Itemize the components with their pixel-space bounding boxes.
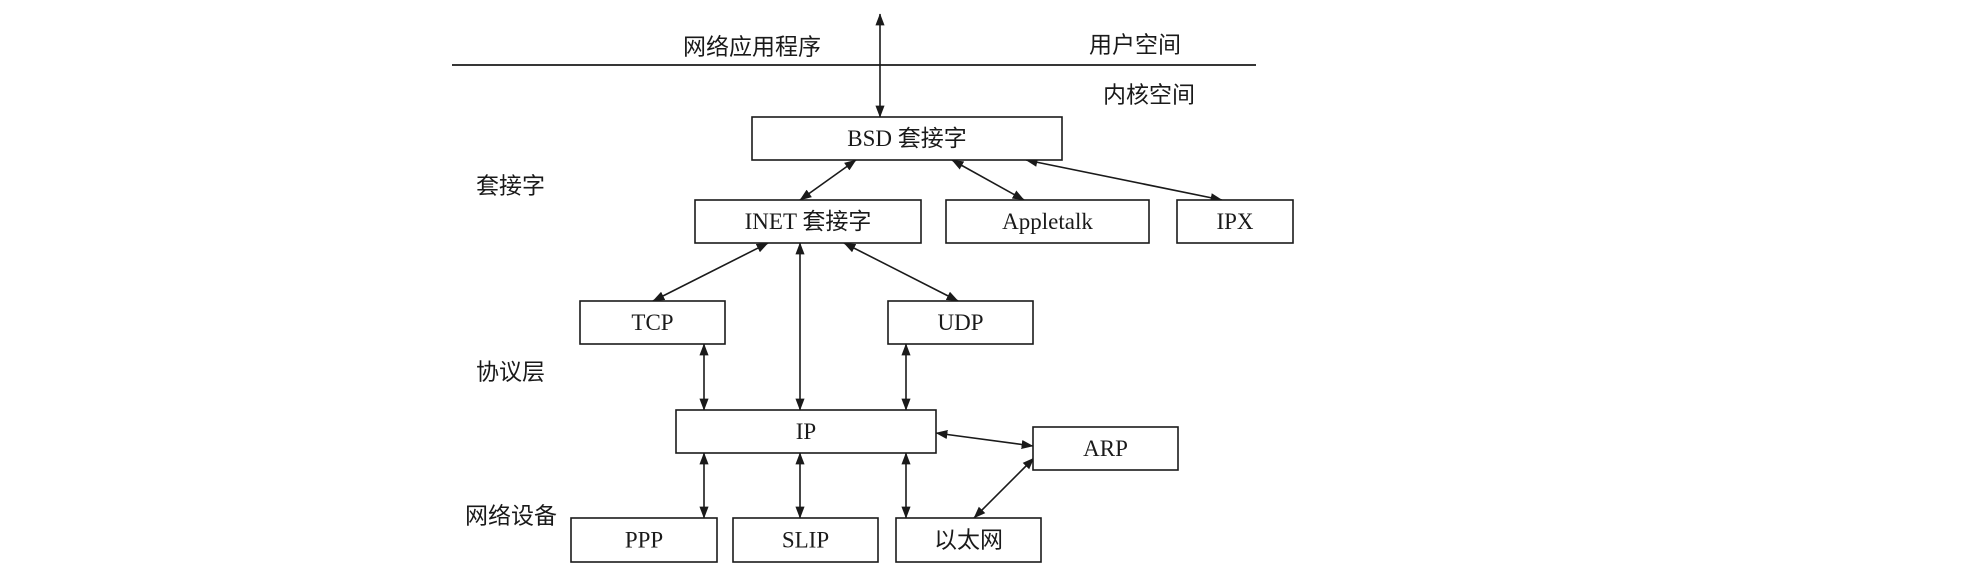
arrow-bsd-inet: [799, 159, 857, 201]
ethernet-label: 以太网: [934, 528, 1003, 553]
ipx-box: IPX: [1176, 199, 1294, 244]
udp-box: UDP: [887, 300, 1034, 345]
device-layer-label: 网络设备: [465, 504, 557, 529]
kernel-space-label: 内核空间: [1103, 83, 1195, 108]
udp-label: UDP: [937, 310, 983, 335]
user-space-label: 用户空间: [1089, 33, 1181, 58]
tcp-box: TCP: [579, 300, 726, 345]
connectors: [652, 13, 1223, 519]
arrow-arp-ethernet: [973, 457, 1035, 519]
ppp-box: PPP: [570, 517, 718, 563]
ipx-label: IPX: [1216, 209, 1253, 234]
socket-layer-label: 套接字: [476, 174, 545, 199]
arrow-bsd-ipx: [1025, 157, 1223, 203]
tcp-label: TCP: [631, 310, 673, 335]
arrow-ip-arp: [935, 429, 1034, 450]
bsd-socket-label: BSD 套接字: [847, 126, 967, 151]
ethernet-box: 以太网: [895, 517, 1042, 563]
appletalk-box: Appletalk: [945, 199, 1150, 244]
app-label: 网络应用程序: [683, 35, 821, 60]
inet-socket-label: INET 套接字: [745, 209, 872, 234]
slip-box: SLIP: [732, 517, 879, 563]
arrow-inet-udp: [843, 242, 959, 302]
ppp-label: PPP: [625, 528, 663, 553]
slip-label: SLIP: [782, 528, 829, 553]
appletalk-label: Appletalk: [1002, 209, 1093, 234]
protocol-layer-label: 协议层: [476, 360, 545, 385]
ip-box: IP: [675, 409, 937, 454]
arp-label: ARP: [1083, 436, 1128, 461]
arrow-inet-tcp: [652, 242, 769, 302]
bsd-socket-box: BSD 套接字: [751, 116, 1063, 161]
ip-label: IP: [796, 419, 816, 444]
inet-socket-box: INET 套接字: [694, 199, 922, 244]
arrow-bsd-appletalk: [951, 159, 1025, 201]
arp-box: ARP: [1032, 426, 1179, 471]
